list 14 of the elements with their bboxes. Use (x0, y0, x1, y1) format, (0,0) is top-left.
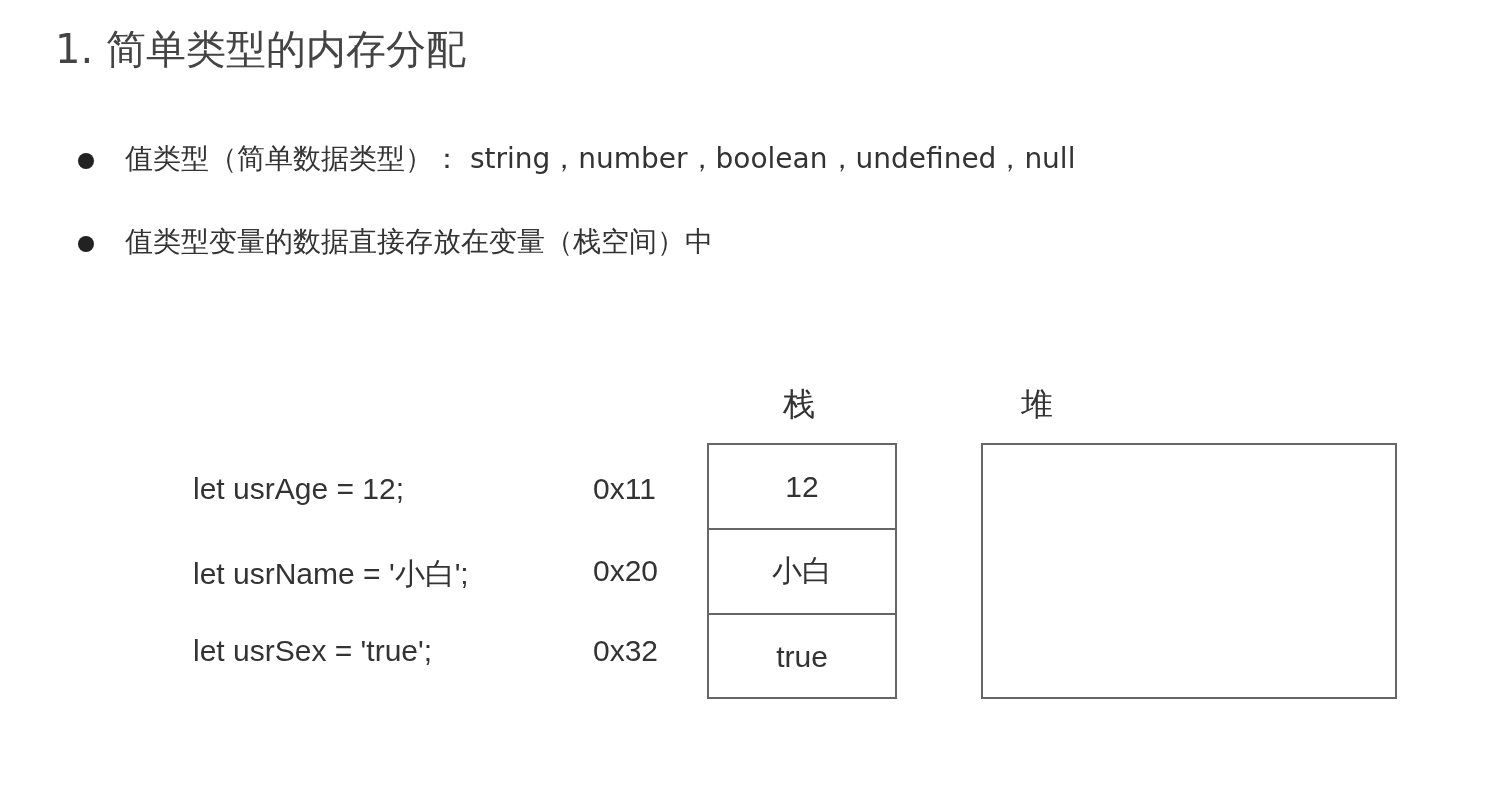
code-line: let usrName = '小白'; (193, 556, 469, 592)
box-heading: 栈 (783, 384, 815, 425)
box-heading: 堆 (1021, 384, 1053, 425)
cell-value: 小白 (772, 553, 832, 589)
memory-address: 0x32 (593, 634, 659, 668)
bullet-text: 值类型变量的数据直接存放在变量（栈空间）中 (125, 224, 713, 260)
code-line: let usrSex = 'true'; (193, 634, 433, 668)
slide-title: 1. 简单类型的内存分配 (55, 25, 466, 74)
code-line: let usrAge = 12; (193, 472, 404, 506)
cell-value: 12 (785, 469, 819, 504)
bullet-text: 值类型（简单数据类型）： string，number，boolean，undefined，null (125, 141, 1076, 177)
cell-value: true (776, 639, 828, 674)
memory-address: 0x11 (593, 472, 656, 506)
memory-address: 0x20 (593, 554, 659, 588)
